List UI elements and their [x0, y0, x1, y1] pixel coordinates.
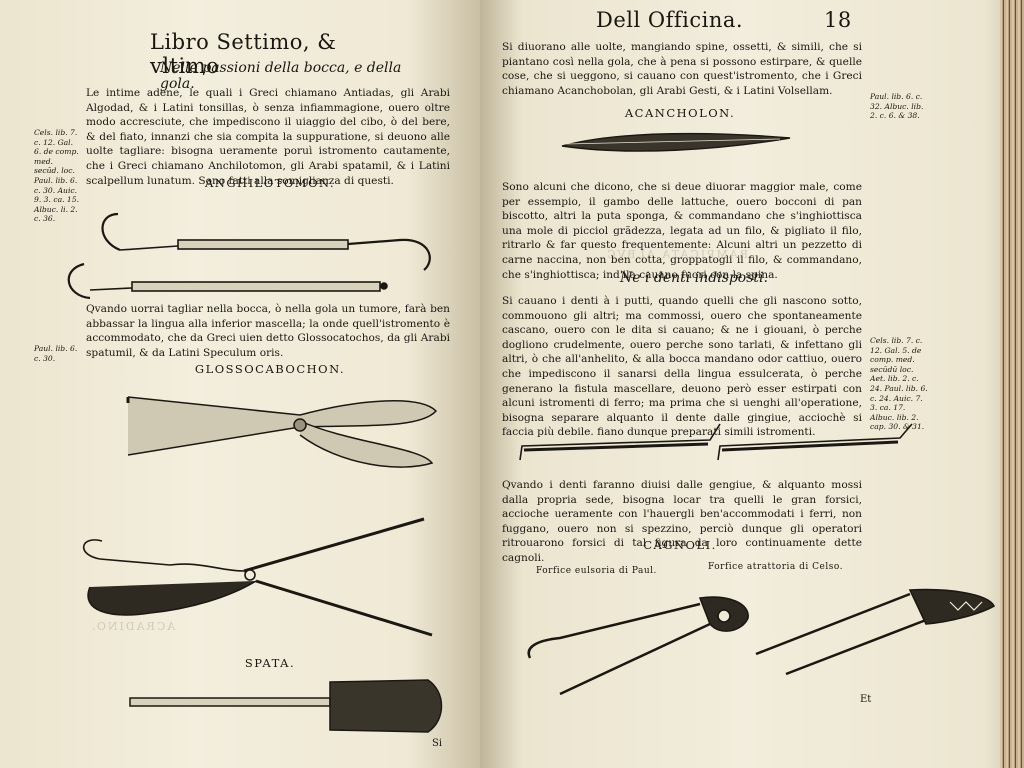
margin-note: Cels. lib. 7. c. 12. Gal. 6. de comp. me… [34, 128, 80, 224]
figure-title: CAGNOLI. [643, 538, 717, 552]
cagnoli-illustration [527, 588, 996, 696]
figure-caption: Forfice eulsoria di Paul. [536, 566, 657, 576]
page-edges [1000, 0, 1024, 768]
margin-note: Cels. lib. 7. c. 12. Gal. 5. de comp. me… [870, 336, 928, 432]
large-forceps-illustration [82, 517, 433, 637]
spata-illustration [129, 679, 443, 733]
paragraph: Qvando uorrai tagliar nella bocca, ò nel… [86, 302, 450, 360]
glossocabochon-illustration [126, 396, 438, 468]
paragraph: Sono alcuni che dicono, che si deue diuo… [502, 180, 862, 282]
paragraph-text: Qvando i denti faranno diuisi dalle geng… [502, 479, 862, 564]
margin-note: Paul. lib. 6. c. 32. Albuc. lib. 2. c. 6… [870, 92, 924, 121]
right-page: RAMPICATA ALBVC. Dell Officina. 18 Si di… [480, 0, 1010, 768]
catchword: Et [860, 694, 872, 705]
acancholon-illustration [561, 132, 791, 152]
left-page: ACRADINO. Libro Settimo, & vltimo Nelle … [0, 0, 480, 768]
paragraph: Qvando i denti faranno diuisi dalle geng… [502, 478, 862, 566]
figure-title: GLOSSOCABOCHON. [194, 362, 346, 376]
paragraph-text: Sono alcuni che dicono, che si deue diuo… [502, 181, 862, 281]
section-subtitle: Nelle passioni della bocca, e della gola… [160, 60, 402, 92]
anghilotomon-illustration [67, 212, 431, 300]
figure-title: SPATA. [244, 656, 296, 670]
paragraph-text: Le intime adene, le quali i Greci chiama… [86, 87, 450, 187]
paragraph-text: Qvando uorrai tagliar nella bocca, ò nel… [86, 303, 450, 359]
figure-caption: Forfice atrattoria di Celso. [708, 562, 843, 572]
paragraph: Le intime adene, le quali i Greci chiama… [86, 86, 450, 188]
margin-note: Paul. lib. 6. c. 30. [34, 344, 78, 363]
page-header: Libro Settimo, & vltimo [150, 30, 337, 78]
page-header: Dell Officina. [596, 8, 744, 32]
figure-title: ACANCHOLON. [624, 106, 736, 120]
tooth-levers-illustration [519, 423, 913, 461]
paragraph: Si diuorano alle uolte, mangiando spine,… [502, 40, 862, 98]
page-number: 18 [824, 8, 852, 32]
paragraph-text: Si diuorano alle uolte, mangiando spine,… [502, 41, 862, 97]
catchword: Si [432, 738, 443, 749]
paragraph: Si cauano i denti à i putti, quando quel… [502, 294, 862, 440]
section-subtitle: Ne i denti indisposti. [620, 270, 768, 286]
figure-title: ANGHILOTOMON. [205, 176, 335, 190]
paragraph-text: Si cauano i denti à i putti, quando quel… [502, 295, 862, 439]
